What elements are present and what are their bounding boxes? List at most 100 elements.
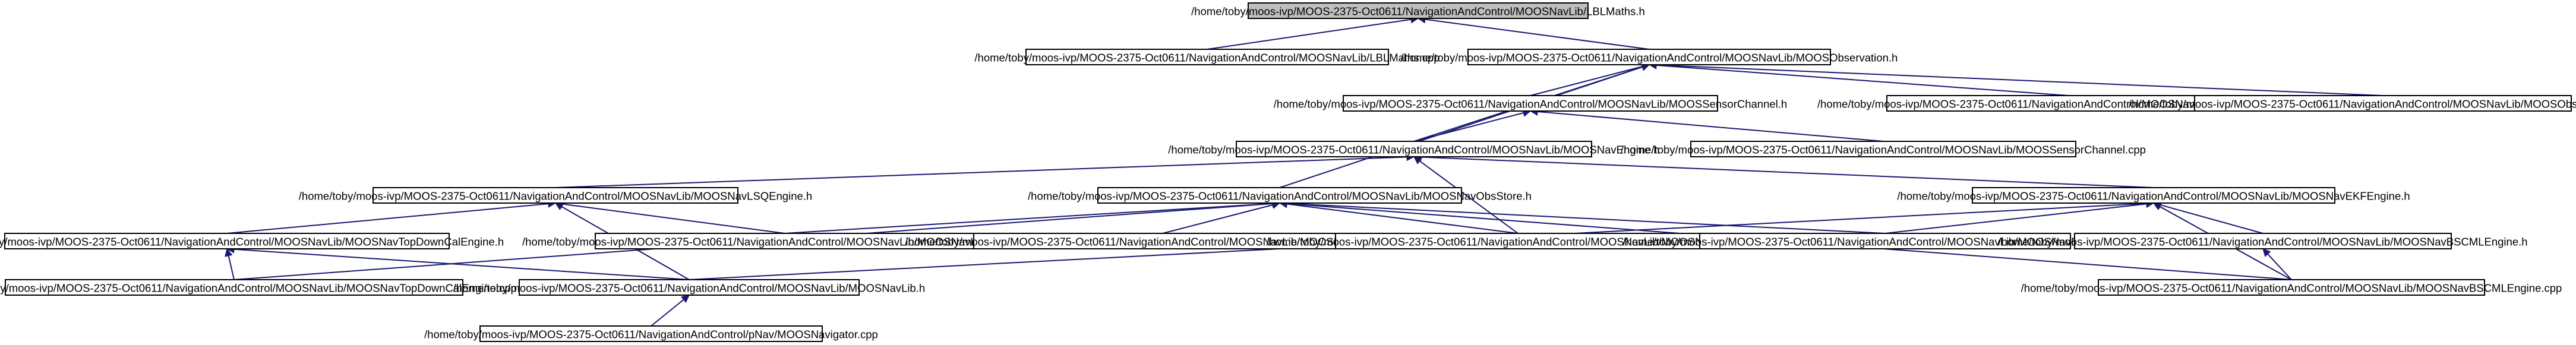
node-label[interactable]: /home/toby/moos-ivp/MOOS-2375-Oct0611/Na… bbox=[453, 282, 925, 295]
node-label[interactable]: /home/toby/moos-ivp/MOOS-2375-Oct0611/Na… bbox=[522, 236, 1047, 248]
edge-line bbox=[1530, 66, 1643, 96]
node-box[interactable] bbox=[595, 233, 975, 249]
edge-line bbox=[784, 202, 1273, 234]
node-obsstore-cpp[interactable]: /home/toby/moos-ivp/MOOS-2375-Oct0611/Na… bbox=[905, 233, 1420, 249]
node-label[interactable]: /home/toby/moos-ivp/MOOS-2375-Oct0611/Na… bbox=[905, 236, 1420, 248]
node-bsmlengine-h[interactable]: /home/toby/moos-ivp/MOOS-2375-Oct0611/Na… bbox=[1998, 233, 2528, 249]
edge-lblmaths-h-to-lblmaths-cpp bbox=[1207, 15, 1419, 50]
node-box[interactable] bbox=[1972, 187, 2335, 204]
edge-sensorchannel-h-to-sensorchannel-cpp bbox=[1529, 107, 1884, 142]
node-box[interactable] bbox=[5, 279, 463, 296]
node-topdowncal-h[interactable]: /home/toby/moos-ivp/MOOS-2375-Oct0611/Na… bbox=[0, 233, 504, 249]
edge-line bbox=[555, 156, 1407, 188]
arrowhead-icon bbox=[1413, 156, 1423, 164]
node-box[interactable] bbox=[2194, 95, 2572, 112]
node-label[interactable]: /home/toby/moos-ivp/MOOS-2375-Oct0611/Na… bbox=[1998, 236, 2527, 248]
edge-line bbox=[1419, 160, 1519, 234]
edge-line bbox=[1286, 203, 1519, 234]
edge-observation-h-to-observation-cpp bbox=[1648, 61, 2384, 96]
edge-observation-h-to-sensorchannel-h bbox=[1530, 62, 1650, 96]
edge-line bbox=[562, 203, 785, 234]
node-label[interactable]: /home/toby/moos-ivp/MOOS-2375-Oct0611/Na… bbox=[1028, 190, 1532, 202]
edge-line bbox=[651, 299, 684, 327]
node-box[interactable] bbox=[1886, 95, 2251, 112]
node-box[interactable] bbox=[1467, 49, 1831, 65]
edge-line bbox=[1420, 156, 2154, 188]
edge-line bbox=[1884, 203, 2147, 234]
arrowhead-icon bbox=[2262, 248, 2271, 257]
node-label[interactable]: /home/toby/moos-ivp/MOOS-2375-Oct0611/Na… bbox=[1274, 98, 1787, 110]
node-box[interactable] bbox=[4, 233, 450, 249]
node-obsstore-h[interactable]: /home/toby/moos-ivp/MOOS-2375-Oct0611/Na… bbox=[1028, 187, 1532, 204]
edge-line bbox=[1207, 18, 1412, 50]
node-label[interactable]: /home/toby/moos-ivp/MOOS-2375-Oct0611/Na… bbox=[424, 328, 878, 341]
edge-line bbox=[1413, 112, 1524, 142]
node-box[interactable] bbox=[1699, 233, 2071, 249]
node-label[interactable]: /home/toby/moos-ivp/MOOS-2375-Oct0611/Na… bbox=[974, 52, 1439, 64]
arrowhead-icon bbox=[681, 295, 690, 303]
node-label[interactable]: /home/toby/moos-ivp/MOOS-2375-Oct0611/Na… bbox=[1191, 5, 1645, 18]
edge-obsstore-h-to-ekfengine-cpp bbox=[1278, 199, 1886, 234]
node-sensorchannel-cpp[interactable]: /home/toby/moos-ivp/MOOS-2375-Oct0611/Na… bbox=[1621, 141, 2146, 157]
edge-lblmaths-h-to-observation-h bbox=[1417, 15, 1650, 50]
node-lblmaths-h[interactable]: /home/toby/moos-ivp/MOOS-2375-Oct0611/Na… bbox=[1191, 2, 1645, 19]
edge-line bbox=[226, 203, 549, 234]
node-navlib-h[interactable]: /home/toby/moos-ivp/MOOS-2375-Oct0611/Na… bbox=[453, 279, 925, 296]
node-navigator-cpp[interactable]: /home/toby/moos-ivp/MOOS-2375-Oct0611/Na… bbox=[424, 325, 878, 342]
node-lblmaths-cpp[interactable]: /home/toby/moos-ivp/MOOS-2375-Oct0611/Na… bbox=[974, 49, 1440, 65]
node-navengine-h[interactable]: /home/toby/moos-ivp/MOOS-2375-Oct0611/Na… bbox=[1168, 141, 1660, 157]
edge-line bbox=[228, 255, 235, 280]
edge-sensorchannel-h-to-navengine-h bbox=[1413, 109, 1532, 142]
node-box[interactable] bbox=[479, 325, 823, 342]
node-label[interactable]: /home/toby/moos-ivp/MOOS-2375-Oct0611/Na… bbox=[1401, 52, 1898, 64]
node-box[interactable] bbox=[1097, 187, 1462, 204]
edge-obsstore-h-to-lsqengine-cpp bbox=[784, 199, 1281, 234]
node-label[interactable]: /home/toby/moos-ivp/MOOS-2375-Oct0611/Na… bbox=[1621, 144, 2146, 156]
node-box[interactable] bbox=[1025, 49, 1389, 65]
edge-line bbox=[1425, 18, 1650, 50]
edge-line bbox=[1537, 111, 1884, 142]
node-ekfengine-h[interactable]: /home/toby/moos-ivp/MOOS-2375-Oct0611/Na… bbox=[1897, 187, 2410, 204]
node-label[interactable]: /home/toby/moos-ivp/MOOS-2375-Oct0611/Na… bbox=[1267, 236, 1770, 248]
edge-navengine-h-to-lsqengine-h bbox=[555, 153, 1415, 188]
edge-line bbox=[1162, 204, 1273, 234]
edge-navengine-h-to-ekfengine-h bbox=[1413, 153, 2154, 188]
edge-line bbox=[1286, 202, 1886, 234]
edge-line bbox=[1279, 66, 1643, 188]
edge-ekfengine-h-to-bsmlengine-h bbox=[2152, 201, 2264, 234]
node-label[interactable]: /home/toby/moos-ivp/MOOS-2375-Oct0611/Na… bbox=[1897, 190, 2410, 202]
node-box[interactable] bbox=[2098, 279, 2485, 296]
node-box[interactable] bbox=[519, 279, 860, 296]
edge-topdowncal-h-to-topdowncal-cpp bbox=[225, 248, 235, 280]
node-label[interactable]: /home/toby/moos-ivp/MOOS-2375-Oct0611/Na… bbox=[2129, 98, 2576, 110]
node-lsqengine-cpp[interactable]: /home/toby/moos-ivp/MOOS-2375-Oct0611/Na… bbox=[522, 233, 1047, 249]
node-label[interactable]: /home/toby/moos-ivp/MOOS-2375-Oct0611/Na… bbox=[2021, 282, 2562, 295]
node-topdowncal-cpp[interactable]: /home/toby/moos-ivp/MOOS-2375-Oct0611/Na… bbox=[0, 279, 517, 296]
edge-lsqengine-h-to-topdowncal-h bbox=[226, 200, 557, 234]
node-label[interactable]: /home/toby/moos-ivp/MOOS-2375-Oct0611/Na… bbox=[1623, 236, 2148, 248]
node-box[interactable] bbox=[1248, 2, 1589, 19]
node-box[interactable] bbox=[1343, 95, 1718, 112]
node-label[interactable]: /home/toby/moos-ivp/MOOS-2375-Oct0611/Na… bbox=[299, 190, 812, 202]
edge-navengine-h-to-navengine-cpp bbox=[1413, 156, 1519, 234]
arrowhead-icon bbox=[225, 248, 233, 257]
node-observation-cpp[interactable]: /home/toby/moos-ivp/MOOS-2375-Oct0611/Na… bbox=[2129, 95, 2576, 112]
node-observation-h[interactable]: /home/toby/moos-ivp/MOOS-2375-Oct0611/Na… bbox=[1401, 49, 1898, 65]
node-label[interactable]: /home/toby/moos-ivp/MOOS-2375-Oct0611/Na… bbox=[1168, 144, 1659, 156]
node-ekfengine-cpp[interactable]: /home/toby/moos-ivp/MOOS-2375-Oct0611/Na… bbox=[1623, 233, 2148, 249]
node-box[interactable] bbox=[1236, 141, 1592, 157]
node-lsqengine-h[interactable]: /home/toby/moos-ivp/MOOS-2375-Oct0611/Na… bbox=[299, 187, 812, 204]
node-label[interactable]: /home/toby/moos-ivp/MOOS-2375-Oct0611/Na… bbox=[0, 282, 517, 295]
node-box[interactable] bbox=[2074, 233, 2452, 249]
node-label[interactable]: /home/toby/moos-ivp/MOOS-2375-Oct0611/Na… bbox=[0, 236, 504, 248]
node-bsmlengine-cpp[interactable]: /home/toby/moos-ivp/MOOS-2375-Oct0611/Na… bbox=[2021, 279, 2562, 296]
edge-line bbox=[2267, 254, 2292, 280]
edge-navlib-h-to-navigator-cpp bbox=[651, 295, 690, 327]
edge-line bbox=[2160, 204, 2264, 234]
node-box[interactable] bbox=[372, 187, 738, 204]
edge-line bbox=[233, 248, 690, 280]
node-box[interactable] bbox=[1690, 141, 2076, 157]
edge-line bbox=[1656, 64, 2069, 96]
node-sensorchannel-h[interactable]: /home/toby/moos-ivp/MOOS-2375-Oct0611/Na… bbox=[1274, 95, 1787, 112]
